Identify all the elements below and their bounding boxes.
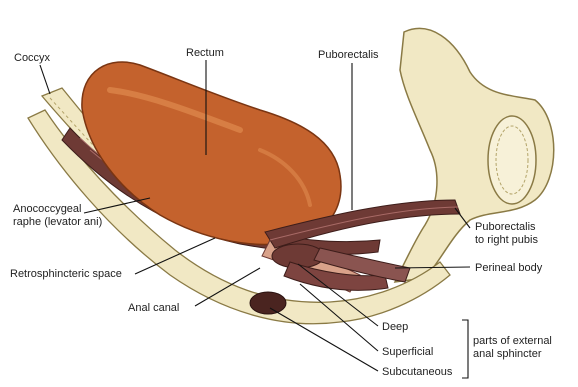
label-puborectalis: Puborectalis <box>318 49 379 61</box>
label-parts-line2: anal sphincter <box>473 348 542 360</box>
label-subcutaneous: Subcutaneous <box>382 366 453 378</box>
label-anococcygeal-line2: raphe (levator ani) <box>13 216 102 228</box>
label-rectum: Rectum <box>186 47 224 59</box>
label-retrosphincteric-space: Retrosphincteric space <box>10 268 122 280</box>
label-coccyx: Coccyx <box>14 52 51 64</box>
label-puborectalis-to-pubis-line1: Puborectalis <box>475 221 536 233</box>
label-anal-canal: Anal canal <box>128 302 179 314</box>
label-anococcygeal-line1: Anococcygeal <box>13 203 82 215</box>
label-deep: Deep <box>382 321 408 333</box>
label-puborectalis-to-pubis-line2: to right pubis <box>475 234 538 246</box>
label-parts-line1: parts of external <box>473 335 552 347</box>
label-superficial: Superficial <box>382 346 433 358</box>
sphincter-subcutaneous <box>250 292 286 314</box>
label-perineal-body: Perineal body <box>475 262 543 274</box>
